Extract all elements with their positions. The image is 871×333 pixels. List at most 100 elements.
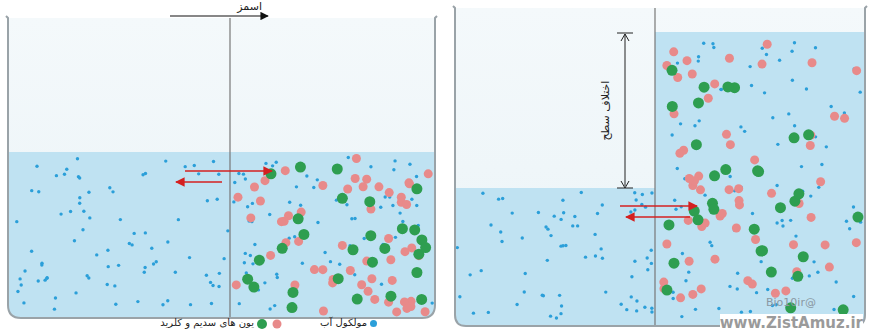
particle xyxy=(108,186,111,189)
particle xyxy=(775,184,778,187)
particle xyxy=(43,278,46,281)
particle xyxy=(489,223,492,226)
membrane xyxy=(654,8,655,326)
particle xyxy=(266,251,275,260)
particle xyxy=(275,273,278,276)
particle xyxy=(295,185,298,188)
particle xyxy=(675,149,684,158)
particle xyxy=(408,163,411,166)
particle xyxy=(790,50,793,53)
particle xyxy=(555,316,558,319)
particle xyxy=(161,303,164,306)
particle xyxy=(206,199,209,202)
particle xyxy=(684,279,687,282)
particle xyxy=(601,203,604,206)
particle xyxy=(233,181,236,184)
particle xyxy=(183,165,186,168)
particle xyxy=(276,276,279,279)
particle xyxy=(825,145,828,148)
particle xyxy=(500,240,503,243)
particle xyxy=(30,189,33,192)
particle xyxy=(812,260,815,263)
particle xyxy=(338,241,347,250)
particle xyxy=(144,231,147,234)
particle xyxy=(73,239,76,242)
particle xyxy=(384,234,393,243)
particle xyxy=(641,193,644,196)
particle xyxy=(646,268,649,271)
particle xyxy=(189,303,192,306)
particle xyxy=(667,65,678,76)
particle xyxy=(394,236,397,239)
particle xyxy=(246,205,249,208)
particle xyxy=(679,122,682,125)
particle xyxy=(458,295,461,298)
legend-swatch xyxy=(370,320,377,327)
particle xyxy=(748,65,751,68)
particle xyxy=(402,304,411,313)
particle xyxy=(688,70,697,79)
particle xyxy=(59,212,62,215)
particle xyxy=(351,174,360,183)
level-difference-label: اختلاف سطح xyxy=(599,81,612,141)
particle xyxy=(629,210,632,213)
particle xyxy=(369,165,372,168)
particle xyxy=(238,302,241,305)
particle xyxy=(69,210,72,213)
particle xyxy=(560,304,563,307)
particle xyxy=(693,124,696,127)
particle xyxy=(749,224,760,235)
particle xyxy=(523,290,526,293)
particle xyxy=(771,116,774,119)
particle xyxy=(544,225,547,228)
particle xyxy=(689,206,700,217)
particle xyxy=(242,274,253,285)
particle xyxy=(720,88,723,91)
particle xyxy=(669,47,678,56)
particle xyxy=(728,175,731,178)
particle xyxy=(832,308,835,311)
particle xyxy=(571,224,574,227)
left-beaker xyxy=(0,16,440,322)
particle xyxy=(497,197,500,200)
particle xyxy=(635,299,638,302)
particle xyxy=(852,295,855,298)
particle xyxy=(430,301,433,304)
particle xyxy=(55,174,58,177)
particle xyxy=(263,281,266,284)
particle xyxy=(18,277,21,280)
particle xyxy=(374,182,383,191)
particle xyxy=(54,296,57,299)
particle xyxy=(670,133,673,136)
particle xyxy=(549,314,552,317)
particle xyxy=(650,262,653,265)
particle xyxy=(635,309,638,312)
particle xyxy=(743,130,746,133)
particle xyxy=(728,285,731,288)
particle xyxy=(816,271,819,274)
particle xyxy=(113,284,116,287)
particle xyxy=(766,267,777,278)
particle xyxy=(625,308,628,311)
particle xyxy=(130,243,133,246)
particle xyxy=(298,229,309,240)
particle xyxy=(766,288,769,291)
particle xyxy=(78,201,81,204)
particle xyxy=(416,294,427,305)
particle xyxy=(691,139,702,150)
particle xyxy=(379,206,382,209)
particle xyxy=(319,306,328,315)
particle xyxy=(662,239,671,248)
particle xyxy=(226,229,229,232)
particle xyxy=(710,244,713,247)
particle xyxy=(301,261,304,264)
particle xyxy=(725,185,734,194)
particle xyxy=(188,256,191,259)
particle xyxy=(365,230,376,241)
particle xyxy=(318,265,327,274)
particle xyxy=(739,125,742,128)
particle xyxy=(386,255,395,264)
particle xyxy=(209,281,212,284)
particle xyxy=(711,42,714,45)
